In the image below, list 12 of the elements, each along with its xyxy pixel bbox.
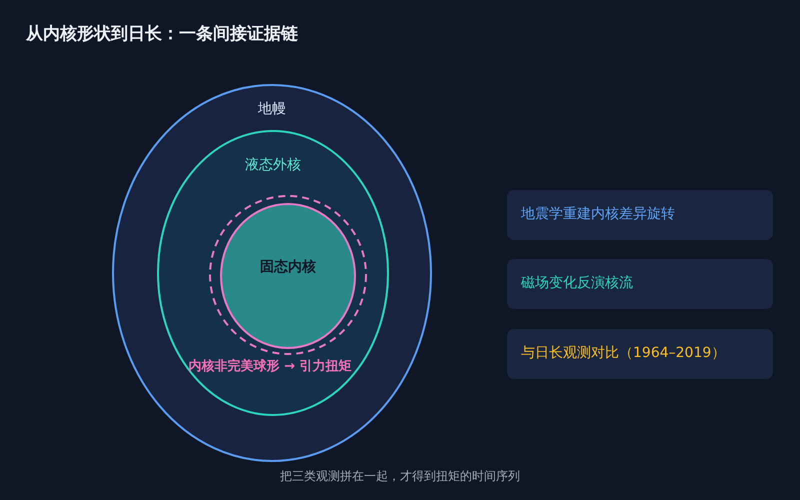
layer-label: 液态外核 — [244, 156, 302, 174]
layer-label: 固态内核 — [259, 258, 317, 276]
annotation-text: 内核非完美球形 → 引力扭矩 — [188, 358, 352, 375]
card-text: 磁场变化反演核流 — [521, 274, 633, 292]
evidence-card — [507, 259, 773, 309]
title: 从内核形状到日长：一条间接证据链 — [26, 23, 298, 45]
card-text: 与日长观测对比（1964–2019） — [521, 344, 726, 362]
card-text: 地震学重建内核差异旋转 — [521, 205, 675, 223]
evidence-card — [507, 190, 773, 240]
caption: 把三类观测拼在一起，才得到扭矩的时间序列 — [279, 468, 521, 485]
evidence-card — [507, 329, 773, 379]
layer-label: 地幔 — [257, 100, 287, 118]
